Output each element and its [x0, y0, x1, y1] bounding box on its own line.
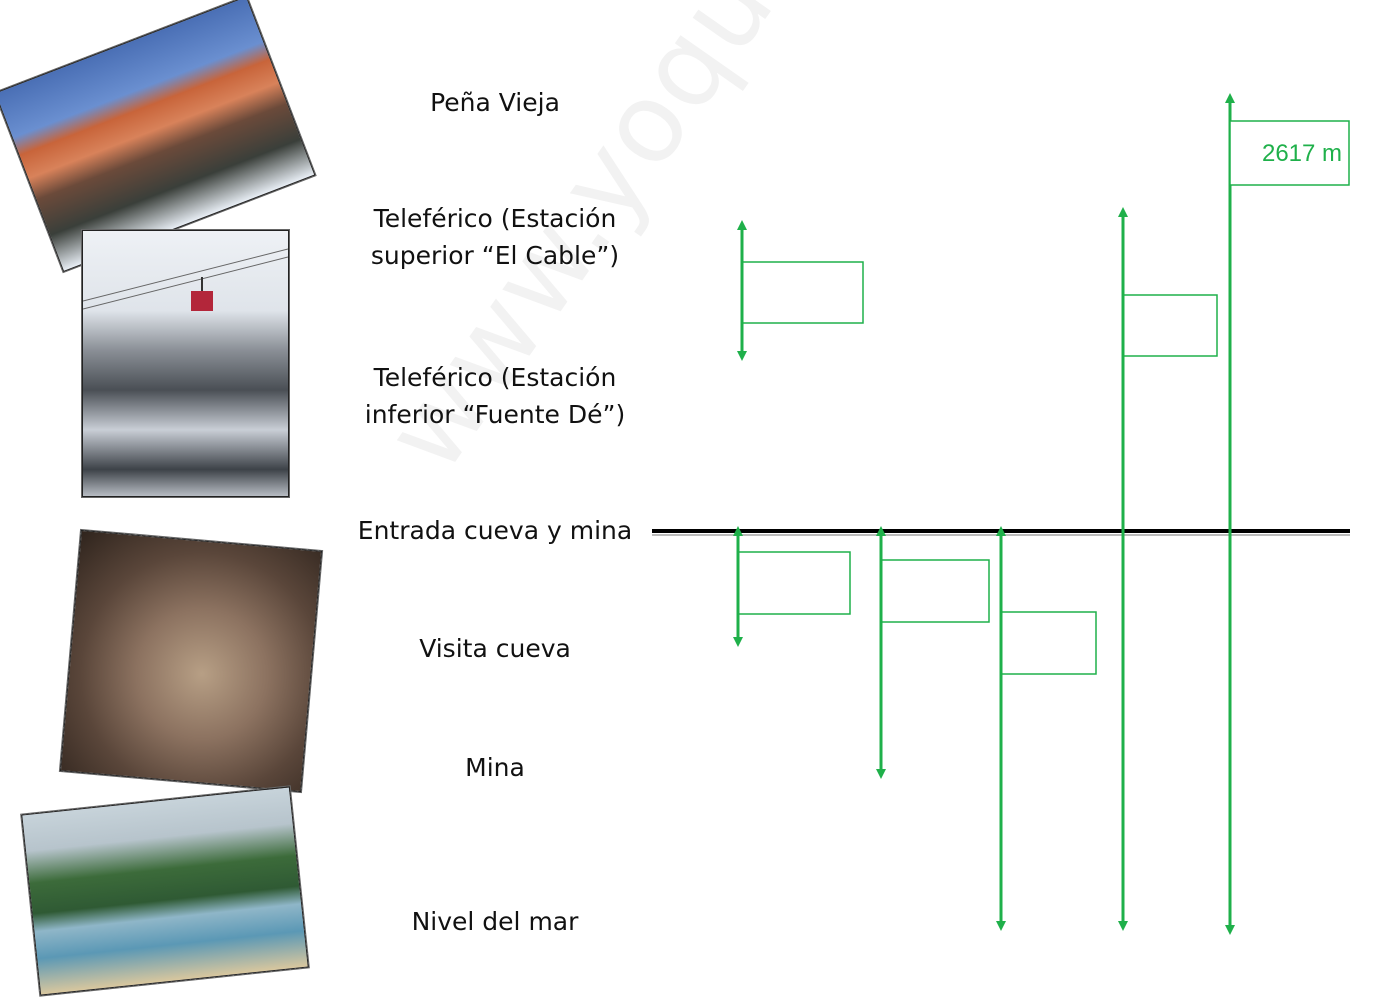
label-cable-top: Teleférico (Estación superior “El Cable”…	[345, 200, 645, 274]
label-cave: Visita cueva	[419, 634, 571, 663]
label-mine: Mina	[465, 753, 525, 782]
label-cable-bottom-line1: Teleférico (Estación	[373, 363, 617, 392]
label-cable-bottom-line2: inferior “Fuente Dé”)	[364, 400, 626, 429]
cable-car-drawing	[83, 248, 288, 311]
answer-box-cable-car[interactable]	[741, 261, 864, 324]
answer-box-upper-station[interactable]	[1122, 294, 1218, 357]
answer-box-mine[interactable]	[880, 559, 990, 623]
answer-box-cave-visit[interactable]	[737, 551, 851, 615]
label-pena-vieja: Peña Vieja	[430, 88, 560, 117]
label-cable-bottom: Teleférico (Estación inferior “Fuente Dé…	[345, 359, 645, 433]
label-cable-top-line2: superior “El Cable”)	[370, 241, 620, 270]
label-cable-top-line1: Teleférico (Estación	[373, 204, 617, 233]
pena-vieja-height-value: 2617 m	[1262, 140, 1342, 167]
label-sea: Nivel del mar	[411, 907, 579, 936]
answer-box-pena-vieja	[1229, 120, 1350, 186]
label-entrance: Entrada cueva y mina	[357, 516, 633, 545]
answer-box-entrance-to-sea[interactable]	[1000, 611, 1097, 675]
cable-car-photo	[82, 230, 289, 497]
